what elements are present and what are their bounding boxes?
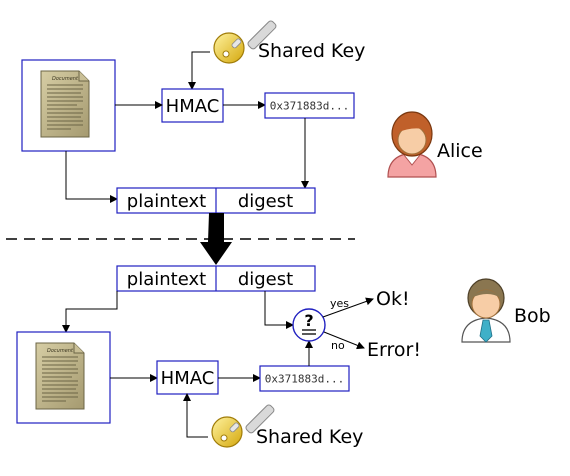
sender-digest-value-box <box>264 92 355 119</box>
sender-hmac-box <box>161 88 224 123</box>
no-label: no <box>331 339 345 352</box>
receiver-plaintext-label: plaintext <box>127 269 206 290</box>
error-result: Error! <box>367 339 421 361</box>
sender-shared-key-label: Shared Key <box>258 40 365 62</box>
sender-digest-label: digest <box>238 191 293 212</box>
compare-circle <box>292 308 326 342</box>
receiver-hmac-label: HMAC <box>161 368 215 389</box>
yes-label: yes <box>330 297 349 310</box>
receiver-key-arrow <box>183 393 208 438</box>
person-male-icon <box>461 278 511 343</box>
receiver-digest-value: 0x371883d... <box>265 373 344 386</box>
receiver-document-caption: Document <box>47 348 74 354</box>
receiver-plaintext-to-doc-arrow <box>62 291 118 333</box>
no-arrow <box>323 331 365 350</box>
sender-digest-value: 0x371883d... <box>270 100 349 113</box>
receiver-shared-key-label: Shared Key <box>256 426 363 448</box>
receiver-digest-label: digest <box>238 269 293 290</box>
receiver-digest-value-box <box>259 365 350 392</box>
alice-name: Alice <box>437 140 483 162</box>
ok-result: Ok! <box>376 288 410 310</box>
person-female-icon <box>387 111 437 178</box>
receiver-hmac-box <box>156 360 219 395</box>
transmission-arrow <box>200 213 232 265</box>
receiver-digest-to-compare-arrow <box>264 291 294 329</box>
sender-plaintext-label: plaintext <box>127 191 206 212</box>
yes-arrow <box>322 297 374 318</box>
sender-key-arrow <box>188 51 210 90</box>
bob-name: Bob <box>514 305 551 327</box>
sender-doc-to-plaintext-arrow <box>65 151 118 203</box>
document-icon: Document <box>35 342 85 410</box>
compare-symbol: ? <box>304 311 313 330</box>
sender-hmac-label: HMAC <box>166 96 220 117</box>
document-icon: Document <box>40 70 90 138</box>
sender-document-caption: Document <box>52 76 79 82</box>
